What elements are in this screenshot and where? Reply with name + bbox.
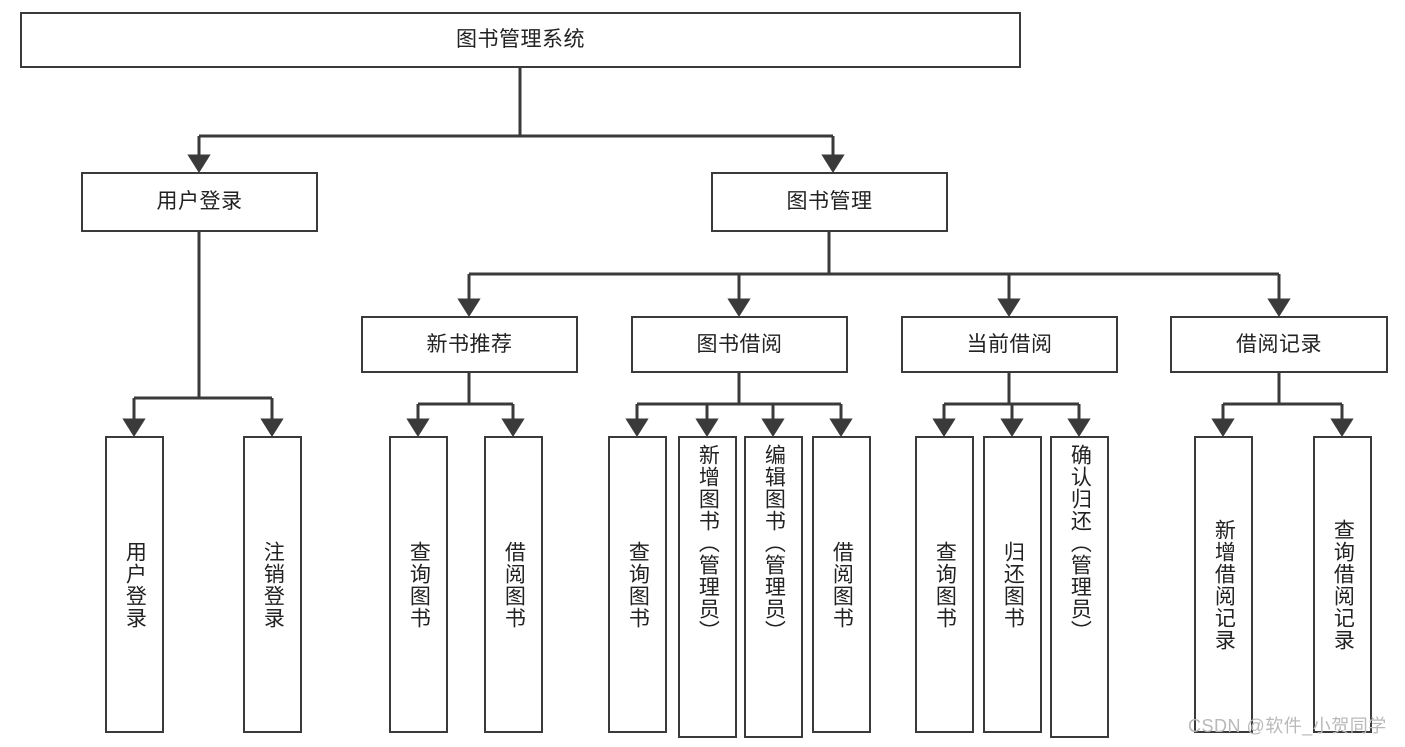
node-label-leaf-newbook-borrow-book: 借阅图书 [502, 540, 526, 629]
node-borrow-record[interactable]: 借阅记录 [1170, 316, 1388, 373]
node-label-leaf-bookborrow-edit-book: 编辑图书（管理员） [762, 444, 786, 642]
node-label-leaf-newbook-query-book: 查询图书 [407, 540, 431, 629]
node-leaf-borrowrecord-add-record[interactable]: 新增借阅记录 [1194, 436, 1253, 733]
node-label-root: 图书管理系统 [456, 28, 585, 52]
node-label-book-borrow: 图书借阅 [696, 332, 783, 356]
node-label-current-borrow: 当前借阅 [966, 332, 1053, 356]
node-label-leaf-currentborrow-return-book: 归还图书 [1001, 540, 1025, 629]
node-label-leaf-currentborrow-query-book: 查询图书 [933, 540, 957, 629]
node-leaf-newbook-borrow-book[interactable]: 借阅图书 [484, 436, 543, 733]
node-label-book-management: 图书管理 [786, 190, 873, 214]
node-leaf-bookborrow-edit-book[interactable]: 编辑图书（管理员） [744, 436, 803, 738]
node-leaf-currentborrow-confirm-return[interactable]: 确认归还（管理员） [1050, 436, 1109, 738]
node-leaf-currentborrow-query-book[interactable]: 查询图书 [915, 436, 974, 733]
node-label-leaf-bookborrow-query-book: 查询图书 [626, 540, 650, 629]
node-label-leaf-user-login-login: 用户登录 [123, 540, 147, 629]
node-leaf-user-login-logout[interactable]: 注销登录 [243, 436, 302, 733]
node-label-leaf-user-login-logout: 注销登录 [261, 540, 285, 629]
node-leaf-newbook-query-book[interactable]: 查询图书 [389, 436, 448, 733]
node-leaf-bookborrow-add-book[interactable]: 新增图书（管理员） [678, 436, 737, 738]
csdn-watermark: CSDN @软件_小贺同学 [1188, 716, 1387, 736]
node-label-leaf-borrowrecord-query-record: 查询借阅记录 [1331, 518, 1355, 651]
node-label-user-login: 用户登录 [156, 190, 243, 214]
node-current-borrow[interactable]: 当前借阅 [901, 316, 1118, 373]
node-label-borrow-record: 借阅记录 [1236, 332, 1322, 356]
node-label-leaf-borrowrecord-add-record: 新增借阅记录 [1212, 518, 1236, 651]
node-leaf-bookborrow-borrow-book[interactable]: 借阅图书 [812, 436, 871, 733]
node-label-leaf-currentborrow-confirm-return: 确认归还（管理员） [1068, 444, 1092, 642]
node-leaf-user-login-login[interactable]: 用户登录 [105, 436, 164, 733]
node-leaf-borrowrecord-query-record[interactable]: 查询借阅记录 [1313, 436, 1372, 733]
node-book-management[interactable]: 图书管理 [711, 172, 948, 232]
node-user-login[interactable]: 用户登录 [81, 172, 318, 232]
node-book-borrow[interactable]: 图书借阅 [631, 316, 848, 373]
node-leaf-bookborrow-query-book[interactable]: 查询图书 [608, 436, 667, 733]
node-root-book-management-system[interactable]: 图书管理系统 [20, 12, 1021, 68]
node-leaf-currentborrow-return-book[interactable]: 归还图书 [983, 436, 1042, 733]
node-label-leaf-bookborrow-borrow-book: 借阅图书 [830, 540, 854, 629]
node-new-book-recommend[interactable]: 新书推荐 [361, 316, 578, 373]
node-label-new-book-recommend: 新书推荐 [426, 332, 513, 356]
node-label-leaf-bookborrow-add-book: 新增图书（管理员） [696, 444, 720, 642]
